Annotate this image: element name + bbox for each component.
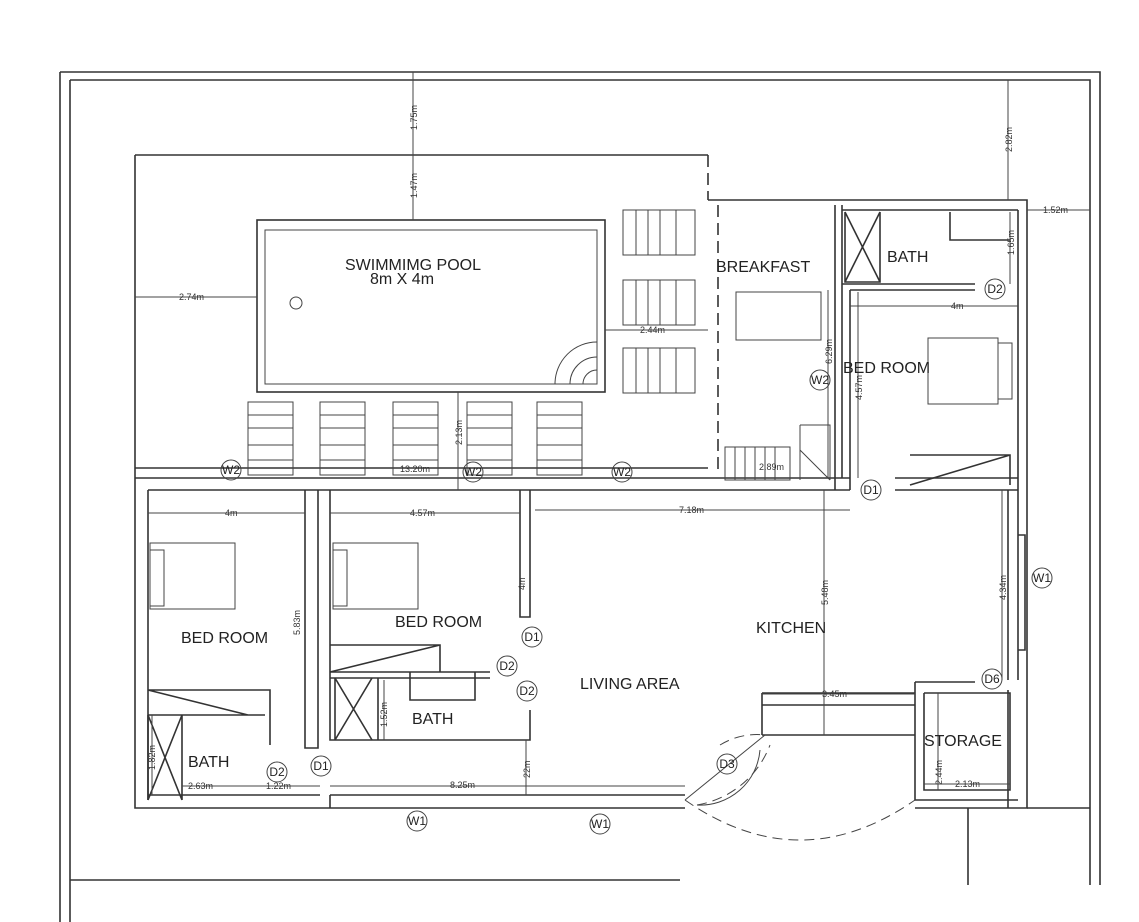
dimension-label: 2.74m bbox=[179, 292, 204, 302]
window-tag: W2 bbox=[462, 461, 484, 483]
door-tag: D2 bbox=[266, 761, 288, 783]
window-tag: W2 bbox=[220, 459, 242, 481]
svg-text:D2: D2 bbox=[519, 684, 535, 698]
window-tag: W1 bbox=[589, 813, 611, 835]
dimension-label: 1.65m bbox=[1006, 230, 1016, 255]
dimension-label: 6.29m bbox=[824, 339, 834, 364]
svg-text:D1: D1 bbox=[313, 759, 329, 773]
room-label-storage: STORAGE bbox=[924, 733, 1002, 750]
dimension-label: 4m bbox=[517, 577, 527, 590]
swimming-pool bbox=[256, 219, 606, 393]
dimension-label: 4.57m bbox=[854, 375, 864, 400]
dimension-label: 1.47m bbox=[409, 173, 419, 198]
dimension-label: 2.63m bbox=[188, 781, 213, 791]
room-label-kitchen: KITCHEN bbox=[756, 620, 826, 637]
dimension-label: 2.44m bbox=[640, 325, 665, 335]
dimension-label: 13.20m bbox=[400, 464, 430, 474]
window-tag: W2 bbox=[809, 369, 831, 391]
dimension-label: 2.89m bbox=[759, 462, 784, 472]
dimension-label: 5.48m bbox=[820, 580, 830, 605]
dimension-label: 22m bbox=[522, 760, 532, 778]
svg-text:W1: W1 bbox=[408, 814, 426, 828]
svg-text:W1: W1 bbox=[591, 817, 609, 831]
room-labels: SWIMMIMG POOL 8m X 4m BREAKFAST BATH BED… bbox=[181, 249, 1002, 771]
window-tag: W2 bbox=[611, 461, 633, 483]
room-label-breakfast: BREAKFAST bbox=[716, 259, 810, 276]
dimension-label: 2.44m bbox=[934, 760, 944, 785]
dimension-label: 2.82m bbox=[1004, 127, 1014, 152]
svg-text:D2: D2 bbox=[987, 282, 1003, 296]
dimension-label: 4m bbox=[951, 301, 964, 311]
door-tag: D2 bbox=[984, 278, 1006, 300]
door-tag: D1 bbox=[860, 479, 882, 501]
room-label-bedroom-c: BED ROOM bbox=[395, 614, 482, 631]
dimension-label: 3.45m bbox=[822, 689, 847, 699]
site-boundary bbox=[59, 71, 1101, 922]
window-tag: W1 bbox=[1031, 567, 1053, 589]
dimension-label: 7.18m bbox=[679, 505, 704, 515]
door-tag: D3 bbox=[716, 753, 738, 775]
door-tag: D1 bbox=[521, 626, 543, 648]
svg-text:W2: W2 bbox=[222, 463, 240, 477]
dimension-label: 4.34m bbox=[998, 575, 1008, 600]
room-label-bath-ne: BATH bbox=[887, 249, 928, 266]
dimension-label: 2.13m bbox=[454, 420, 464, 445]
door-tag: D2 bbox=[496, 655, 518, 677]
room-label-bath-c: BATH bbox=[412, 711, 453, 728]
pool-size: 8m X 4m bbox=[370, 271, 434, 288]
dimension-label: 5.83m bbox=[292, 610, 302, 635]
svg-text:D3: D3 bbox=[719, 757, 735, 771]
window-tag: W1 bbox=[406, 810, 428, 832]
svg-text:W2: W2 bbox=[811, 373, 829, 387]
lounge-chairs bbox=[247, 209, 696, 476]
door-tag: D2 bbox=[516, 680, 538, 702]
dimension-lines bbox=[135, 72, 1090, 795]
door-tag: D1 bbox=[310, 755, 332, 777]
svg-text:W2: W2 bbox=[464, 465, 482, 479]
svg-text:D1: D1 bbox=[863, 483, 879, 497]
room-label-bedroom-w: BED ROOM bbox=[181, 630, 268, 647]
dimension-label: 1.82m bbox=[147, 745, 157, 770]
dimension-label: 2.13m bbox=[955, 779, 980, 789]
room-label-bedroom-ne: BED ROOM bbox=[843, 360, 930, 377]
dimension-label: 8.25m bbox=[450, 780, 475, 790]
door-window-tags: W2 W2 W2 W2 D2 D1 W1 D1 D2 D2 D1 D2 D6 D… bbox=[220, 278, 1053, 835]
room-label-living: LIVING AREA bbox=[580, 676, 680, 693]
dimension-label: 1.52m bbox=[379, 702, 389, 727]
dimension-label: 1.75m bbox=[409, 105, 419, 130]
dimension-label: 4m bbox=[225, 508, 238, 518]
dimension-labels: 1.75m 1.47m 2.82m 1.52m 2.74m 2.44m 1.65… bbox=[147, 105, 1068, 791]
svg-text:D2: D2 bbox=[269, 765, 285, 779]
svg-text:D6: D6 bbox=[984, 672, 1000, 686]
room-label-pool: SWIMMIMG POOL bbox=[345, 257, 481, 274]
dimension-label: 1.22m bbox=[266, 781, 291, 791]
svg-text:D1: D1 bbox=[524, 630, 540, 644]
room-label-bath-w: BATH bbox=[188, 754, 229, 771]
svg-text:W2: W2 bbox=[613, 465, 631, 479]
svg-text:W1: W1 bbox=[1033, 571, 1051, 585]
walls bbox=[134, 154, 1028, 809]
dimension-label: 4.57m bbox=[410, 508, 435, 518]
svg-text:D2: D2 bbox=[499, 659, 515, 673]
dimension-label: 1.52m bbox=[1043, 205, 1068, 215]
door-tag: D6 bbox=[981, 668, 1003, 690]
furniture bbox=[149, 291, 1013, 841]
